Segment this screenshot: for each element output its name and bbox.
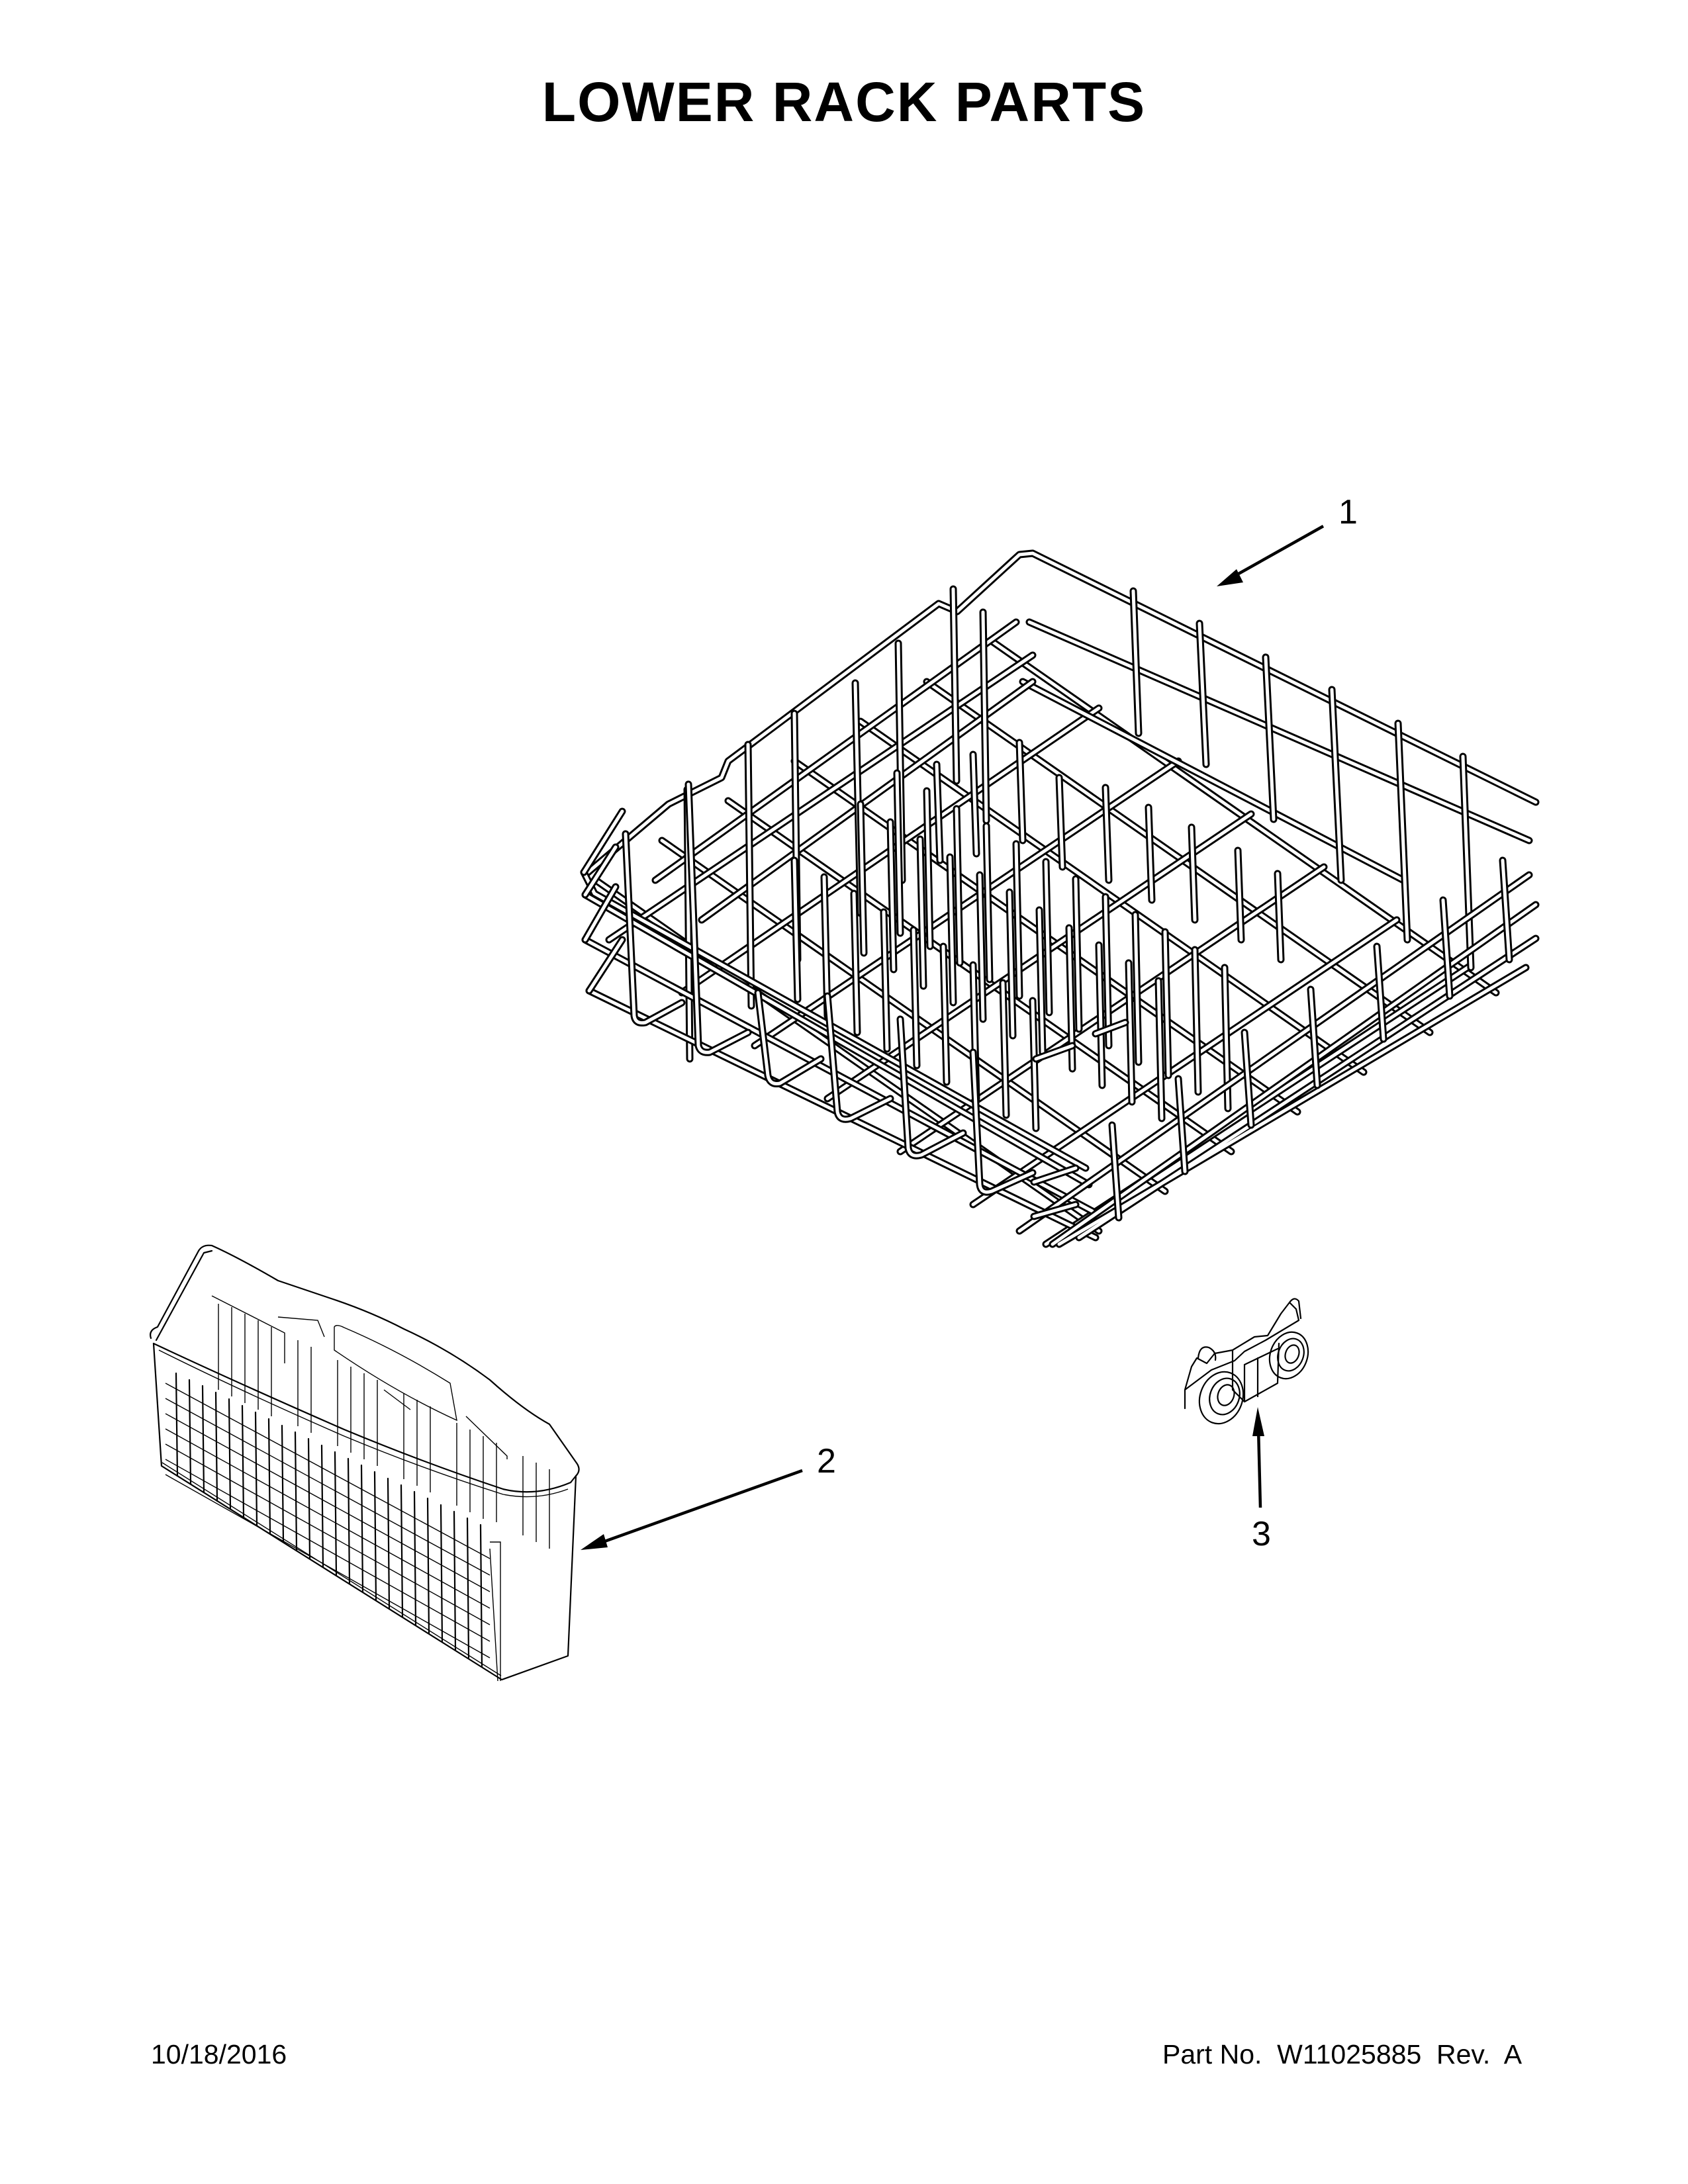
callout-2: 2	[817, 1442, 836, 1480]
leader-arrow-2	[581, 1469, 803, 1550]
rack-wheel-drawing	[1184, 1298, 1309, 1425]
leader-arrow-1	[1217, 525, 1325, 586]
rack-tines	[790, 739, 1285, 1132]
lower-rack-drawing	[580, 549, 1540, 1248]
footer-part-number: Part No. W11025885 Rev. A	[1162, 2039, 1523, 2070]
footer-date: 10/18/2016	[151, 2039, 287, 2070]
basket-front-grid	[165, 1372, 501, 1682]
leader-arrow-3	[1252, 1407, 1264, 1508]
page-title: LOWER RACK PARTS	[541, 71, 1147, 133]
callout-3: 3	[1252, 1515, 1271, 1553]
callout-1: 1	[1338, 493, 1358, 531]
silverware-basket-drawing	[150, 1244, 580, 1682]
